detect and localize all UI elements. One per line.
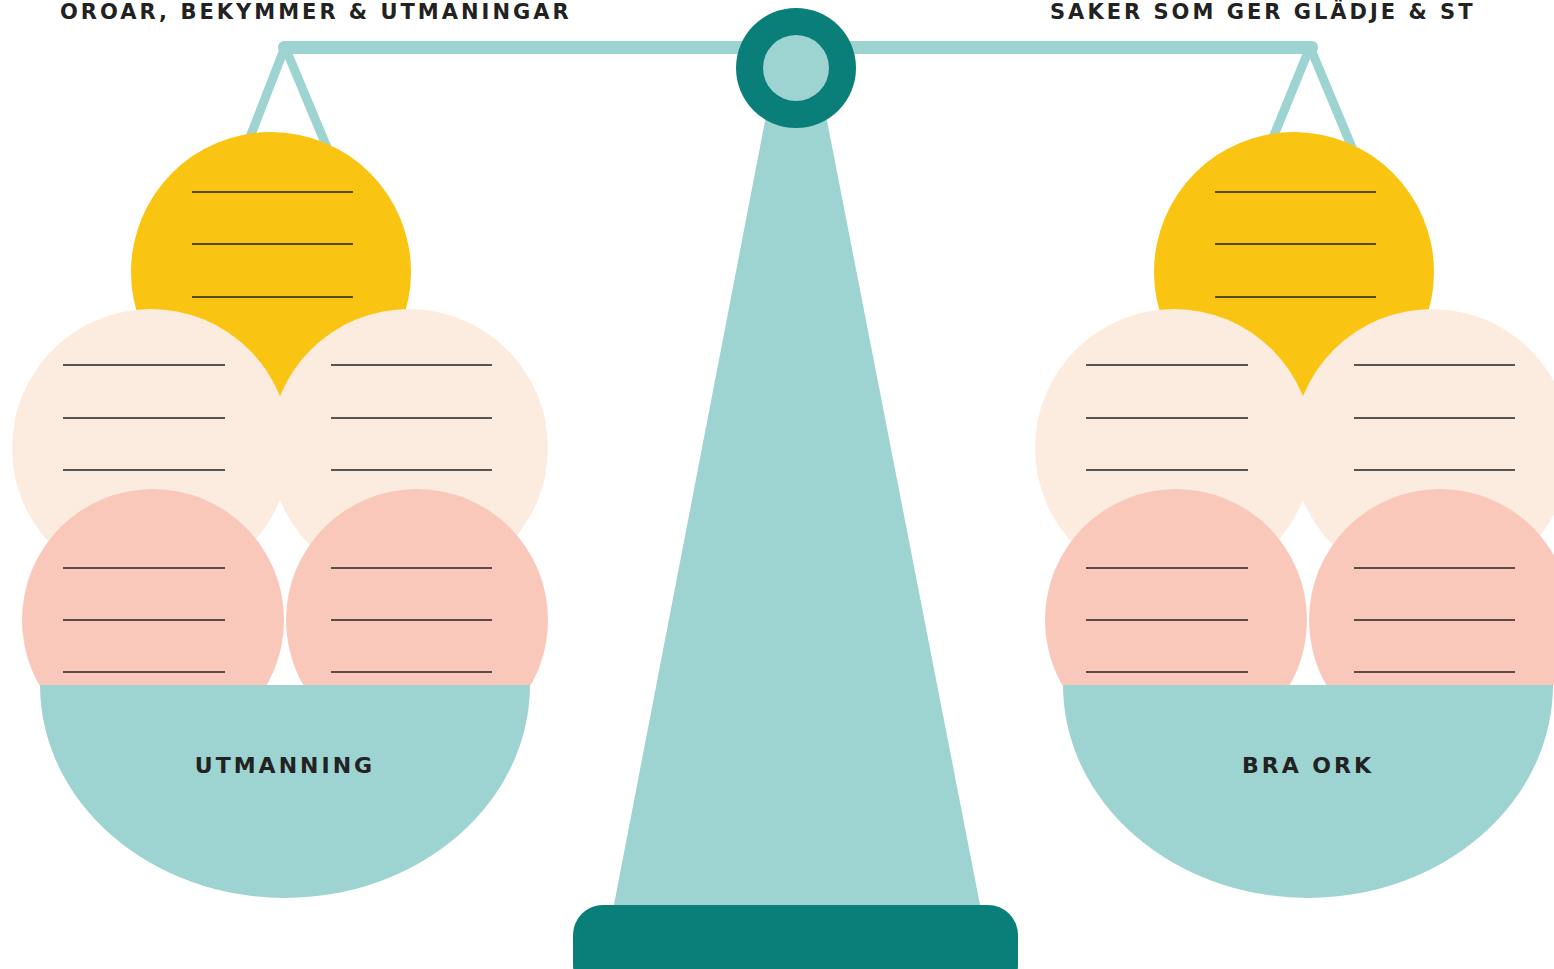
pivot-outer <box>736 8 856 128</box>
left-circles <box>12 132 548 751</box>
pan-label: BRA ORK <box>1063 753 1553 778</box>
scale-stand <box>612 95 982 915</box>
right-write-lines <box>1086 192 1515 672</box>
pan-bowl <box>1063 685 1553 898</box>
side-heading: SAKER SOM GER GLÄDJE & ST <box>1050 0 1476 24</box>
pan-bowl-shape <box>40 685 530 898</box>
scale-base <box>573 905 1018 969</box>
left-write-lines <box>63 192 492 672</box>
pan-label: UTMANNING <box>40 753 530 778</box>
side-heading: OROAR, BEKYMMER & UTMANINGAR <box>60 0 572 24</box>
pan-bowl <box>40 685 530 898</box>
pan-bowl-shape <box>1063 685 1553 898</box>
right-circles <box>1035 132 1554 751</box>
pivot-inner <box>763 35 829 101</box>
scale-pan: BRA ORK <box>1063 685 1553 898</box>
scale-pan: UTMANNING <box>40 685 530 898</box>
